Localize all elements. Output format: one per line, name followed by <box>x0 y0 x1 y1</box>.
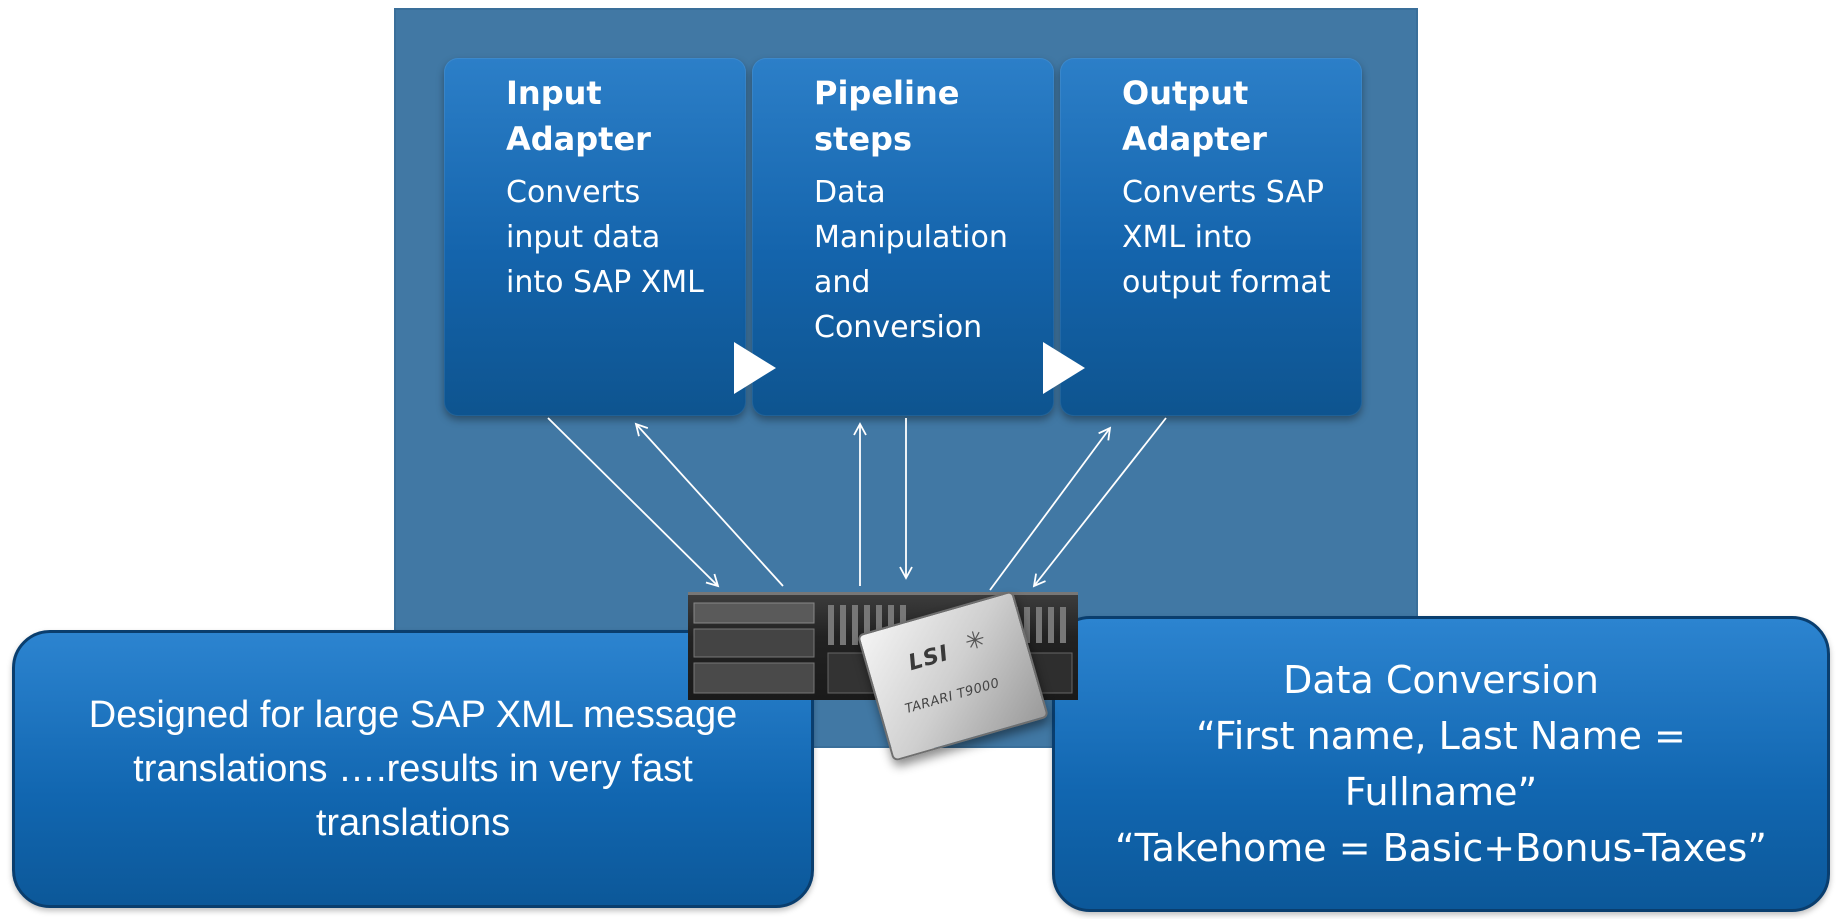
chip-spark-icon: ✳ <box>961 624 989 657</box>
arrow-to-server <box>1032 417 1167 588</box>
stage-output-adapter: Output Adapter Converts SAP XML into out… <box>1060 58 1362 416</box>
stage-description: Converts SAP XML into output format <box>1122 175 1331 300</box>
play-arrow-icon <box>1043 342 1085 394</box>
arrow-from-server <box>989 426 1112 591</box>
stage-title: Output Adapter <box>1122 74 1267 158</box>
callout-right: Data Conversion “First name, Last Name =… <box>1052 616 1830 912</box>
callout-left-text: Designed for large SAP XML message trans… <box>88 694 738 844</box>
stage-title: Input Adapter <box>506 74 651 158</box>
play-arrow-icon <box>734 342 776 394</box>
chip-brand: LSI <box>905 640 952 677</box>
stage-description: Data Manipulation and Conversion <box>814 175 1008 345</box>
chip-model: TARARI T9000 <box>903 675 1002 718</box>
arrow-to-server <box>547 417 720 588</box>
callout-left: Designed for large SAP XML message trans… <box>12 630 814 908</box>
stage-title: Pipeline steps <box>814 74 960 158</box>
arrow-from-server <box>634 422 784 587</box>
callout-right-text: Data Conversion “First name, Last Name =… <box>1115 658 1767 870</box>
stage-description: Converts input data into SAP XML <box>506 175 704 300</box>
stage-pipeline-steps: Pipeline steps Data Manipulation and Con… <box>752 58 1054 416</box>
stage-input-adapter: Input Adapter Converts input data into S… <box>444 58 746 416</box>
